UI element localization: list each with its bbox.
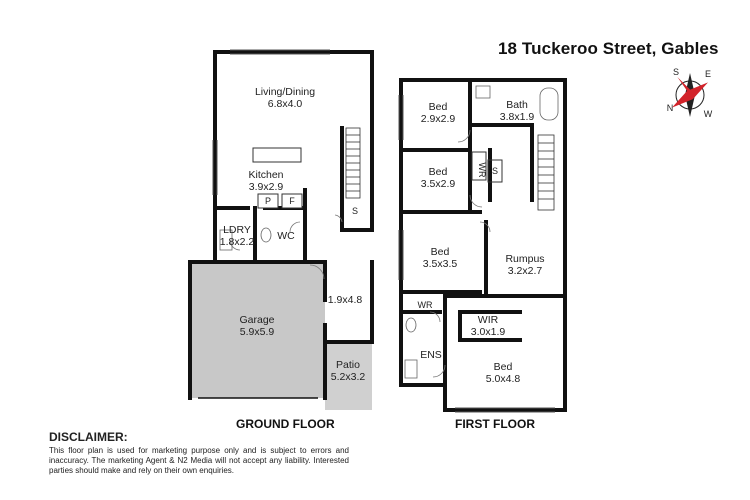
ground-floor-plan xyxy=(188,49,374,410)
room-name-bed2: Bed xyxy=(429,166,448,178)
room-size-garage: 5.9x5.9 xyxy=(240,326,275,338)
room-size-bed4: 5.0x4.8 xyxy=(486,373,521,385)
first-floor-label: FIRST FLOOR xyxy=(455,417,535,431)
room-name-entry: 1.9x4.8 xyxy=(328,294,363,306)
compass-south-label: S xyxy=(673,67,679,77)
room-size-laundry: 1.8x2.2 xyxy=(220,236,255,248)
room-name-fridge: F xyxy=(289,196,295,206)
room-name-living: Living/Dining xyxy=(255,86,315,98)
disclaimer-text: This floor plan is used for marketing pu… xyxy=(49,446,349,475)
garage-fill xyxy=(190,262,325,398)
room-name-wr2: WR xyxy=(418,300,433,310)
room-name-laundry: LDRY xyxy=(223,224,251,236)
compass-north-label: N xyxy=(667,103,674,113)
room-name-ens: ENS xyxy=(420,349,442,361)
patio-fill xyxy=(325,342,372,410)
room-size-bath: 3.8x1.9 xyxy=(500,111,535,123)
compass-icon: S E N W xyxy=(667,67,713,119)
room-size-kitchen: 3.9x2.9 xyxy=(249,181,284,193)
room-name-wr1: WR xyxy=(477,163,487,178)
room-name-wc: WC xyxy=(277,230,295,242)
room-size-wir: 3.0x1.9 xyxy=(471,326,506,338)
property-address: 18 Tuckeroo Street, Gables xyxy=(498,39,719,58)
room-name-kitchen: Kitchen xyxy=(248,169,283,181)
disclaimer-heading: DISCLAIMER: xyxy=(49,430,128,444)
room-size-bed2: 3.5x2.9 xyxy=(421,178,456,190)
room-name-pantry: P xyxy=(265,196,271,206)
first-floor-plan xyxy=(398,78,567,413)
room-name-bed1: Bed xyxy=(429,101,448,113)
room-name-patio: Patio xyxy=(336,359,360,371)
room-size-bed3: 3.5x3.5 xyxy=(423,258,458,270)
room-name-wir: WIR xyxy=(478,314,499,326)
ground-floor-label: GROUND FLOOR xyxy=(236,417,335,431)
room-name-garage: Garage xyxy=(239,314,274,326)
room-size-rumpus: 3.2x2.7 xyxy=(508,265,543,277)
room-size-bed1: 2.9x2.9 xyxy=(421,113,456,125)
room-name-rumpus: Rumpus xyxy=(505,253,544,265)
room-name-bed3: Bed xyxy=(431,246,450,258)
compass-west-label: W xyxy=(704,109,713,119)
compass-east-label: E xyxy=(705,69,711,79)
room-name-bed4: Bed xyxy=(494,361,513,373)
room-name-s1: S xyxy=(492,166,498,176)
room-size-patio: 5.2x3.2 xyxy=(331,371,366,383)
room-size-living: 6.8x4.0 xyxy=(268,98,303,110)
room-name-storage: S xyxy=(352,206,358,216)
room-name-bath: Bath xyxy=(506,99,528,111)
